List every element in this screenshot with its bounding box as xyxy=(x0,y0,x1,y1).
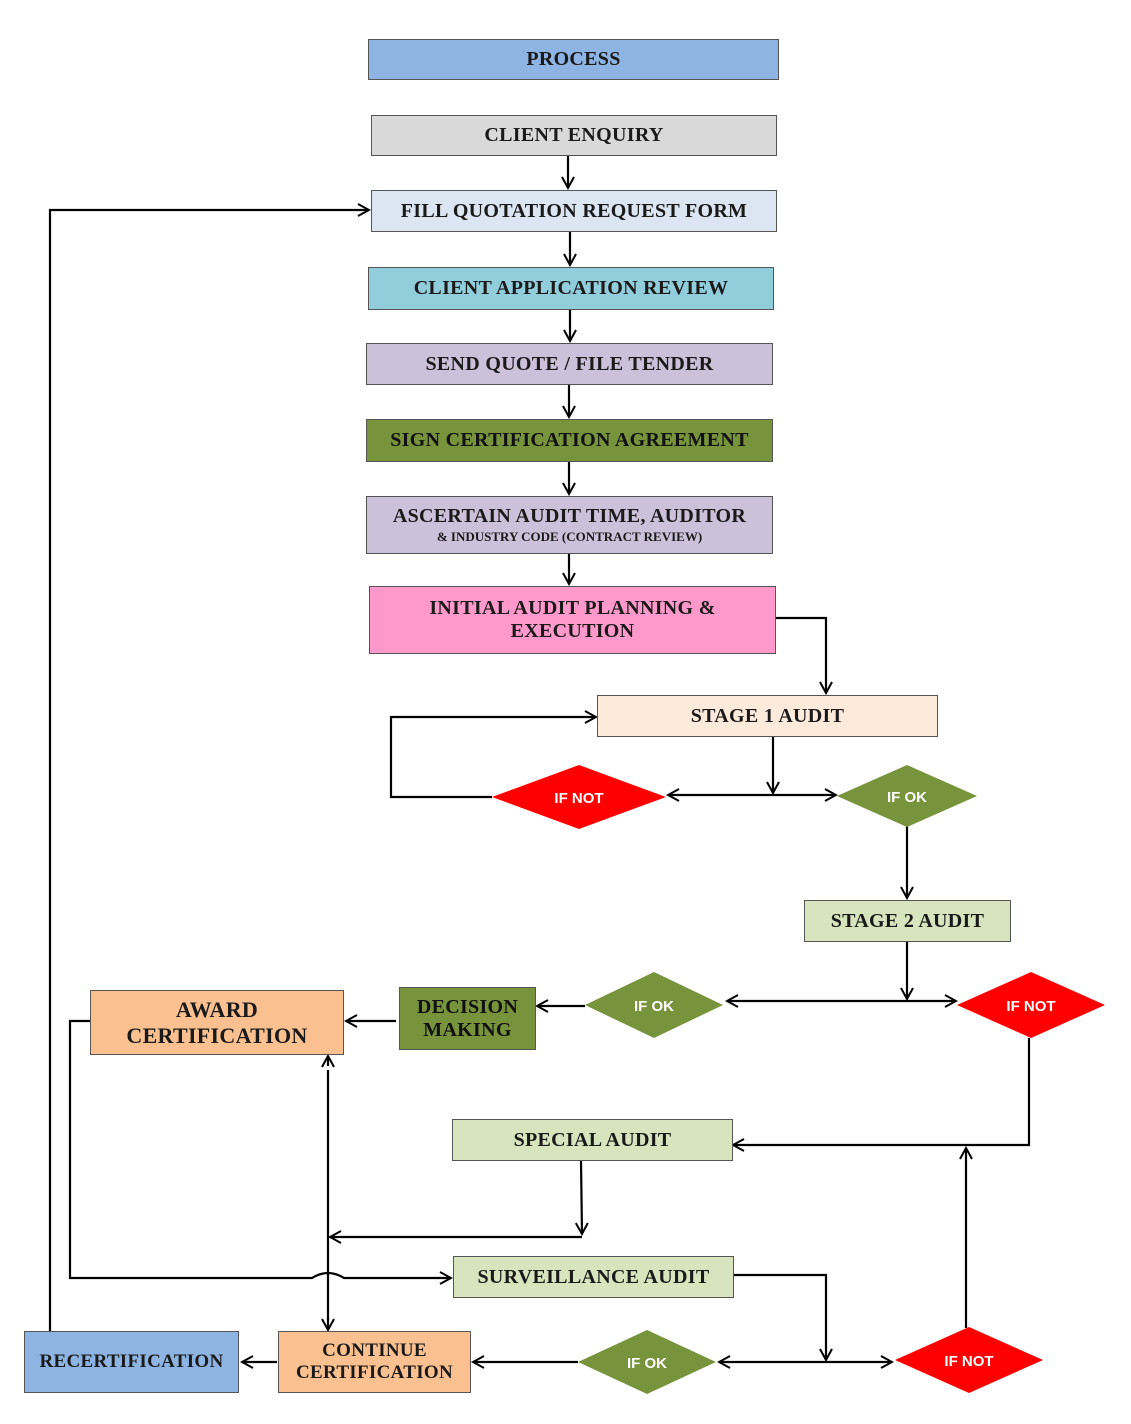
decision-stage2-ifok: IF OK xyxy=(585,972,723,1038)
initial-audit-box: INITIAL AUDIT PLANNING & EXECUTION xyxy=(369,586,776,654)
arrow-stage2-ifnot-to-special xyxy=(733,1038,1031,1145)
client-enquiry-label: CLIENT ENQUIRY xyxy=(484,124,664,146)
fill-quotation-box: FILL QUOTATION REQUEST FORM xyxy=(371,190,777,232)
stage1-audit-label: STAGE 1 AUDIT xyxy=(690,704,845,727)
continue-certification-label-2: CERTIFICATION xyxy=(295,1362,453,1383)
decision-surveillance-ifnot: IF NOT xyxy=(895,1327,1043,1393)
arrow-surveillance-down xyxy=(734,1273,826,1360)
sign-agreement-box: SIGN CERTIFICATION AGREEMENT xyxy=(366,419,773,462)
send-quote-box: SEND QUOTE / FILE TENDER xyxy=(366,343,773,385)
ascertain-box: ASCERTAIN AUDIT TIME, AUDITOR & INDUSTRY… xyxy=(366,496,773,554)
ascertain-sublabel: & INDUSTRY CODE (CONTRACT REVIEW) xyxy=(436,529,703,545)
recertification-label: RECERTIFICATION xyxy=(39,1351,224,1373)
ascertain-label: ASCERTAIN AUDIT TIME, AUDITOR xyxy=(392,505,747,528)
continue-certification-label: CONTINUE xyxy=(322,1340,427,1362)
award-certification-label: AWARD xyxy=(175,997,259,1023)
arrow-award-to-surveillance xyxy=(68,1019,451,1278)
arrow-recert-to-quotation xyxy=(48,210,369,1331)
award-certification-box: AWARD CERTIFICATION xyxy=(90,990,344,1055)
sign-agreement-label: SIGN CERTIFICATION AGREEMENT xyxy=(390,429,749,451)
decision-making-label-2: MAKING xyxy=(423,1018,512,1041)
special-audit-box: SPECIAL AUDIT xyxy=(452,1119,733,1161)
initial-audit-label: INITIAL AUDIT PLANNING & xyxy=(429,597,716,619)
process-header-box: PROCESS xyxy=(368,39,779,80)
svg-text:IF NOT: IF NOT xyxy=(554,790,603,807)
award-certification-label-2: CERTIFICATION xyxy=(126,1022,308,1048)
continue-certification-box: CONTINUE CERTIFICATION xyxy=(278,1331,471,1393)
decision-stage1-ifok: IF OK xyxy=(837,765,977,827)
fill-quotation-label: FILL QUOTATION REQUEST FORM xyxy=(400,199,748,222)
decision-making-label: DECISION xyxy=(416,995,519,1018)
decision-making-box: DECISION MAKING xyxy=(399,987,536,1050)
decision-stage1-ifnot: IF NOT xyxy=(492,765,666,829)
initial-audit-label-2: EXECUTION xyxy=(510,620,635,642)
process-header-label: PROCESS xyxy=(526,48,621,70)
recertification-box: RECERTIFICATION xyxy=(24,1331,239,1393)
application-review-label: CLIENT APPLICATION REVIEW xyxy=(413,277,729,299)
application-review-box: CLIENT APPLICATION REVIEW xyxy=(368,267,774,310)
decision-surveillance-ifok: IF OK xyxy=(578,1330,716,1394)
send-quote-label: SEND QUOTE / FILE TENDER xyxy=(425,352,714,375)
stage2-audit-label: STAGE 2 AUDIT xyxy=(830,909,985,932)
decision-stage2-ifnot: IF NOT xyxy=(957,972,1105,1038)
client-enquiry-box: CLIENT ENQUIRY xyxy=(371,115,777,156)
arrow-stage1-ifnot-loop xyxy=(389,717,596,799)
svg-text:IF NOT: IF NOT xyxy=(1006,998,1055,1015)
svg-text:IF OK: IF OK xyxy=(887,789,927,806)
arrow-initial-to-stage1 xyxy=(776,616,826,693)
stage1-audit-box: STAGE 1 AUDIT xyxy=(597,695,938,737)
svg-text:IF OK: IF OK xyxy=(627,1355,667,1372)
surveillance-audit-label: SURVEILLANCE AUDIT xyxy=(477,1265,710,1288)
special-audit-label: SPECIAL AUDIT xyxy=(513,1128,672,1151)
svg-text:IF OK: IF OK xyxy=(634,998,674,1015)
arrow-special-down xyxy=(581,1160,582,1234)
surveillance-audit-box: SURVEILLANCE AUDIT xyxy=(453,1256,734,1298)
svg-text:IF NOT: IF NOT xyxy=(944,1353,993,1370)
stage2-audit-box: STAGE 2 AUDIT xyxy=(804,900,1011,942)
